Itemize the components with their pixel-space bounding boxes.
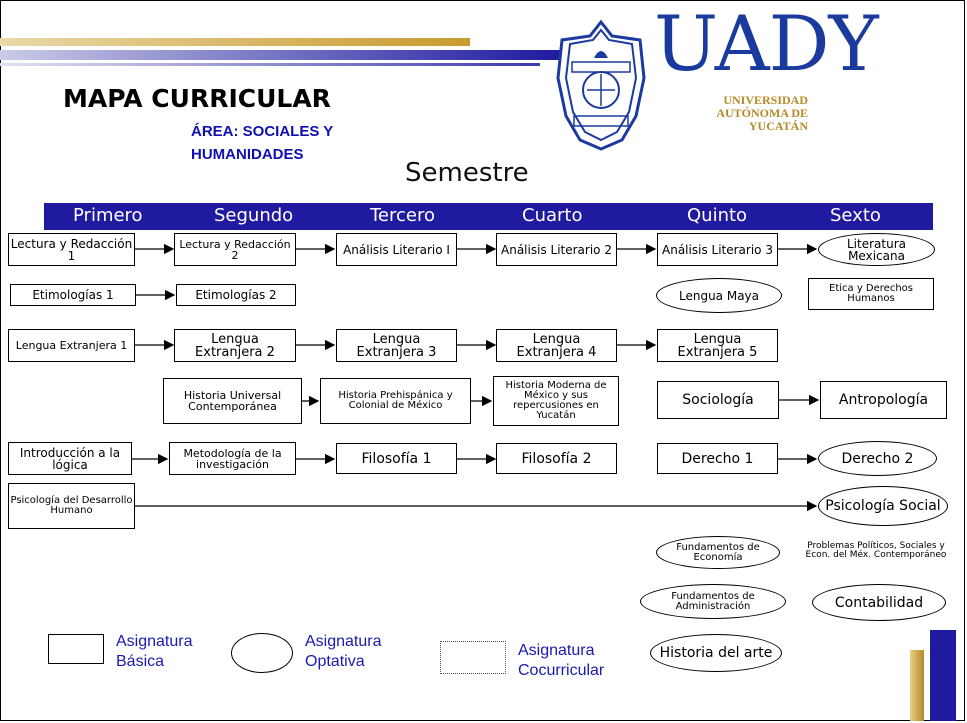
- course-derecho-2: Derecho 2: [818, 441, 937, 476]
- legend-optativa-label: Asignatura Optativa: [305, 633, 382, 670]
- course-historia-moderna: Historia Moderna de México y sus repercu…: [493, 376, 619, 426]
- course-intro-logica: Introducción a la lógica: [8, 442, 132, 475]
- decorative-bar-blue: [930, 630, 956, 721]
- course-derecho-1: Derecho 1: [657, 443, 778, 474]
- course-antropologia: Antropología: [820, 381, 947, 419]
- course-metodologia: Metodología de la investigación: [169, 442, 296, 475]
- semester-header-2: Segundo: [214, 205, 294, 226]
- course-etimologias-1: Etimologías 1: [10, 284, 136, 306]
- course-analisis-3: Análisis Literario 3: [657, 233, 778, 266]
- course-psico-social: Psicología Social: [818, 486, 948, 526]
- semestre-label: Semestre: [405, 158, 529, 188]
- course-historia-universal: Historia Universal Contemporánea: [163, 378, 302, 424]
- legend-basica-symbol: [48, 634, 104, 664]
- page-subtitle: ÁREA: SOCIALES Y HUMANIDADES: [191, 123, 333, 163]
- course-etica: Etica y Derechos Humanos: [808, 278, 934, 310]
- course-filosofia-1: Filosofía 1: [336, 443, 457, 474]
- legend-cocurricular-symbol: [440, 641, 506, 674]
- course-fund-economia: Fundamentos de Economía: [656, 536, 780, 569]
- course-lectura-1: Lectura y Redacción 1: [8, 233, 135, 266]
- course-analisis-1: Análisis Literario I: [336, 233, 457, 266]
- course-lengua-ext-1: Lengua Extranjera 1: [8, 329, 135, 362]
- semester-header-bar: [44, 203, 933, 230]
- course-literatura-mexicana: Literatura Mexicana: [818, 233, 935, 266]
- university-seal-icon: [556, 19, 646, 151]
- uady-logo-subtitle: UNIVERSIDAD AUTÓNOMA DE YUCATÁN: [716, 93, 808, 133]
- course-lengua-ext-3: Lengua Extranjera 3: [336, 329, 457, 362]
- course-historia-prehispanica: Historia Prehispánica y Colonial de Méxi…: [320, 378, 471, 424]
- legend-basica-label: Asignatura Básica: [116, 633, 193, 670]
- page-title: MAPA CURRICULAR: [63, 84, 331, 113]
- semester-header-5: Quinto: [687, 205, 748, 226]
- course-sociologia: Sociología: [657, 381, 779, 419]
- legend-cocurricular-label: Asignatura Cocurricular: [518, 642, 605, 679]
- semester-header-6: Sexto: [830, 205, 881, 226]
- semester-header-4: Cuarto: [522, 205, 583, 226]
- decorative-bar-gold: [910, 650, 924, 721]
- legend-optativa-symbol: [231, 633, 293, 673]
- semester-header-1: Primero: [73, 205, 143, 226]
- uady-logo-text: UADY: [654, 0, 879, 88]
- course-lengua-ext-4: Lengua Extranjera 4: [496, 329, 617, 362]
- course-lengua-ext-5: Lengua Extranjera 5: [657, 329, 778, 362]
- course-fund-administracion: Fundamentos de Administración: [640, 584, 786, 619]
- decorative-stripe-gold: [0, 38, 470, 46]
- course-problemas: Problemas Políticos, Sociales y Econ. de…: [792, 526, 960, 576]
- decorative-stripe-blue: [0, 50, 560, 60]
- semester-header-3: Tercero: [370, 205, 436, 226]
- course-etimologias-2: Etimologías 2: [176, 284, 296, 306]
- course-lengua-ext-2: Lengua Extranjera 2: [174, 329, 296, 362]
- course-analisis-2: Análisis Literario 2: [496, 233, 617, 266]
- course-psico-desarrollo: Psicología del Desarrollo Humano: [8, 483, 135, 529]
- course-lengua-maya: Lengua Maya: [656, 278, 782, 313]
- course-lectura-2: Lectura y Redacción 2: [174, 233, 296, 266]
- course-filosofia-2: Filosofía 2: [496, 443, 617, 474]
- decorative-stripe-blue-thin: [0, 63, 540, 66]
- course-historia-arte: Historia del arte: [650, 634, 782, 672]
- course-contabilidad: Contabilidad: [812, 584, 946, 621]
